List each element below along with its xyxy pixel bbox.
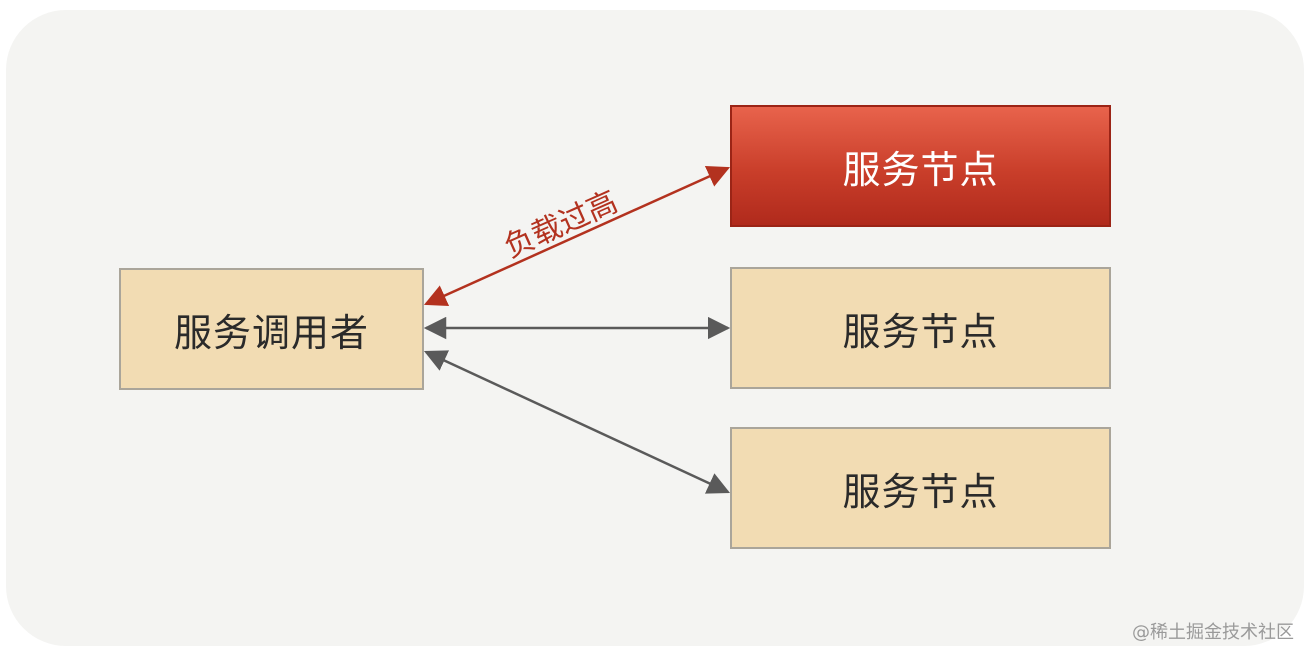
service-node-label: 服务节点 bbox=[842, 469, 999, 514]
watermark: @稀土掘金技术社区 bbox=[1132, 622, 1294, 643]
service-node-overloaded[interactable]: 服务节点 bbox=[730, 105, 1111, 227]
edge-normal-bottom bbox=[423, 350, 731, 494]
service-node-middle[interactable]: 服务节点 bbox=[730, 267, 1111, 389]
edges-layer: 负载过高 bbox=[423, 166, 731, 494]
service-caller-node[interactable]: 服务调用者 bbox=[119, 268, 424, 390]
service-caller-label: 服务调用者 bbox=[173, 310, 369, 355]
service-node-label: 服务节点 bbox=[842, 147, 999, 192]
edge-overloaded bbox=[423, 166, 731, 306]
service-node-label: 服务节点 bbox=[842, 309, 999, 354]
service-node-bottom[interactable]: 服务节点 bbox=[730, 427, 1111, 549]
diagram-canvas: 负载过高 服务调用者 服务节点 服务节点 服务节点 bbox=[6, 10, 1304, 646]
